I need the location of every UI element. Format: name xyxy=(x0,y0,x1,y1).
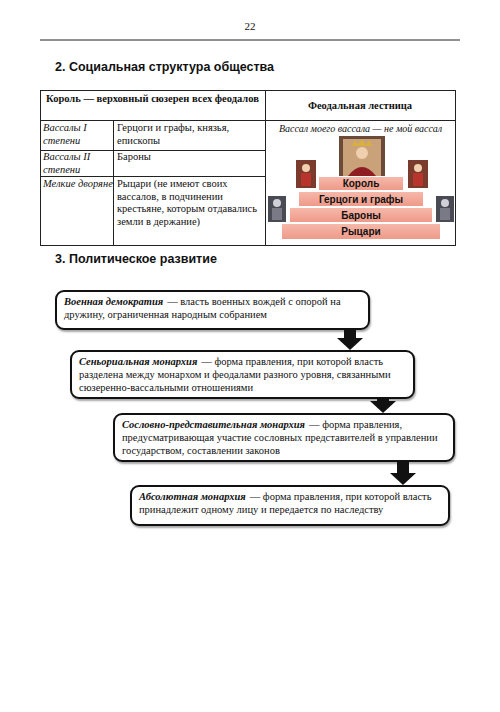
text-holder: Сеньориальная монархия— форма правления,… xyxy=(79,355,406,394)
node-term: Сословно-представительная монархия xyxy=(122,419,305,430)
table-header: Феодальная лестница xyxy=(265,99,455,112)
ladder-band: Рыцари xyxy=(281,223,441,240)
ladder-band: Король xyxy=(318,176,404,191)
block-arrow xyxy=(397,462,409,473)
block-arrow xyxy=(377,399,389,401)
section-heading: 2. Социальная структура общества xyxy=(55,60,415,74)
table-cell: Вассалы II степени xyxy=(43,151,113,176)
definition-box: Абсолютная монархия— форма правления, пр… xyxy=(130,485,450,526)
figure-icon xyxy=(268,196,286,222)
table-cell: Герцоги и графы, князья, епископы xyxy=(117,122,264,147)
motto-note: Вассал моего вассала — не мой вассал xyxy=(268,123,453,135)
header-rule xyxy=(40,40,460,41)
table-cell: Рыцари (не имеют своих вассалов, в подчи… xyxy=(117,178,264,228)
table-cell: Бароны xyxy=(117,151,264,164)
text-holder: Абсолютная монархия— форма правления, пр… xyxy=(139,490,441,516)
king-portrait xyxy=(339,136,385,176)
figure-icon xyxy=(436,196,454,222)
node-term: Бароны xyxy=(341,209,381,222)
table-header: Король — верховный сюзерен всех феодалов xyxy=(40,92,265,105)
node-term: Сеньориальная монархия xyxy=(79,356,197,367)
table-cell: Вассалы I степени xyxy=(43,122,113,147)
definition-box: Сословно-представительная монархия— форм… xyxy=(113,413,455,462)
block-arrow xyxy=(344,330,356,338)
node-term: Рыцари xyxy=(341,225,380,238)
node-term: Герцоги и графы xyxy=(319,193,403,206)
section-heading: 3. Политическое развитие xyxy=(55,252,415,266)
table-grid xyxy=(40,90,456,246)
page-number: 22 xyxy=(200,20,300,32)
node-term: Военная демократия xyxy=(64,296,163,307)
text-holder: Сословно-представительная монархия— форм… xyxy=(122,418,446,457)
ladder-band: Бароны xyxy=(289,207,433,223)
figure-icon xyxy=(296,160,316,188)
definition-box: Военная демократия— власть военных вожде… xyxy=(55,290,370,330)
ladder-band: Герцоги и графы xyxy=(298,191,424,207)
node-term: Король xyxy=(343,177,380,190)
text-holder: Военная демократия— власть военных вожде… xyxy=(64,295,361,321)
table-cell: Мелкие дворяне xyxy=(43,178,113,191)
figure-icon xyxy=(408,160,428,188)
node-term: Абсолютная монархия xyxy=(139,491,246,502)
definition-box: Сеньориальная монархия— форма правления,… xyxy=(70,350,415,399)
